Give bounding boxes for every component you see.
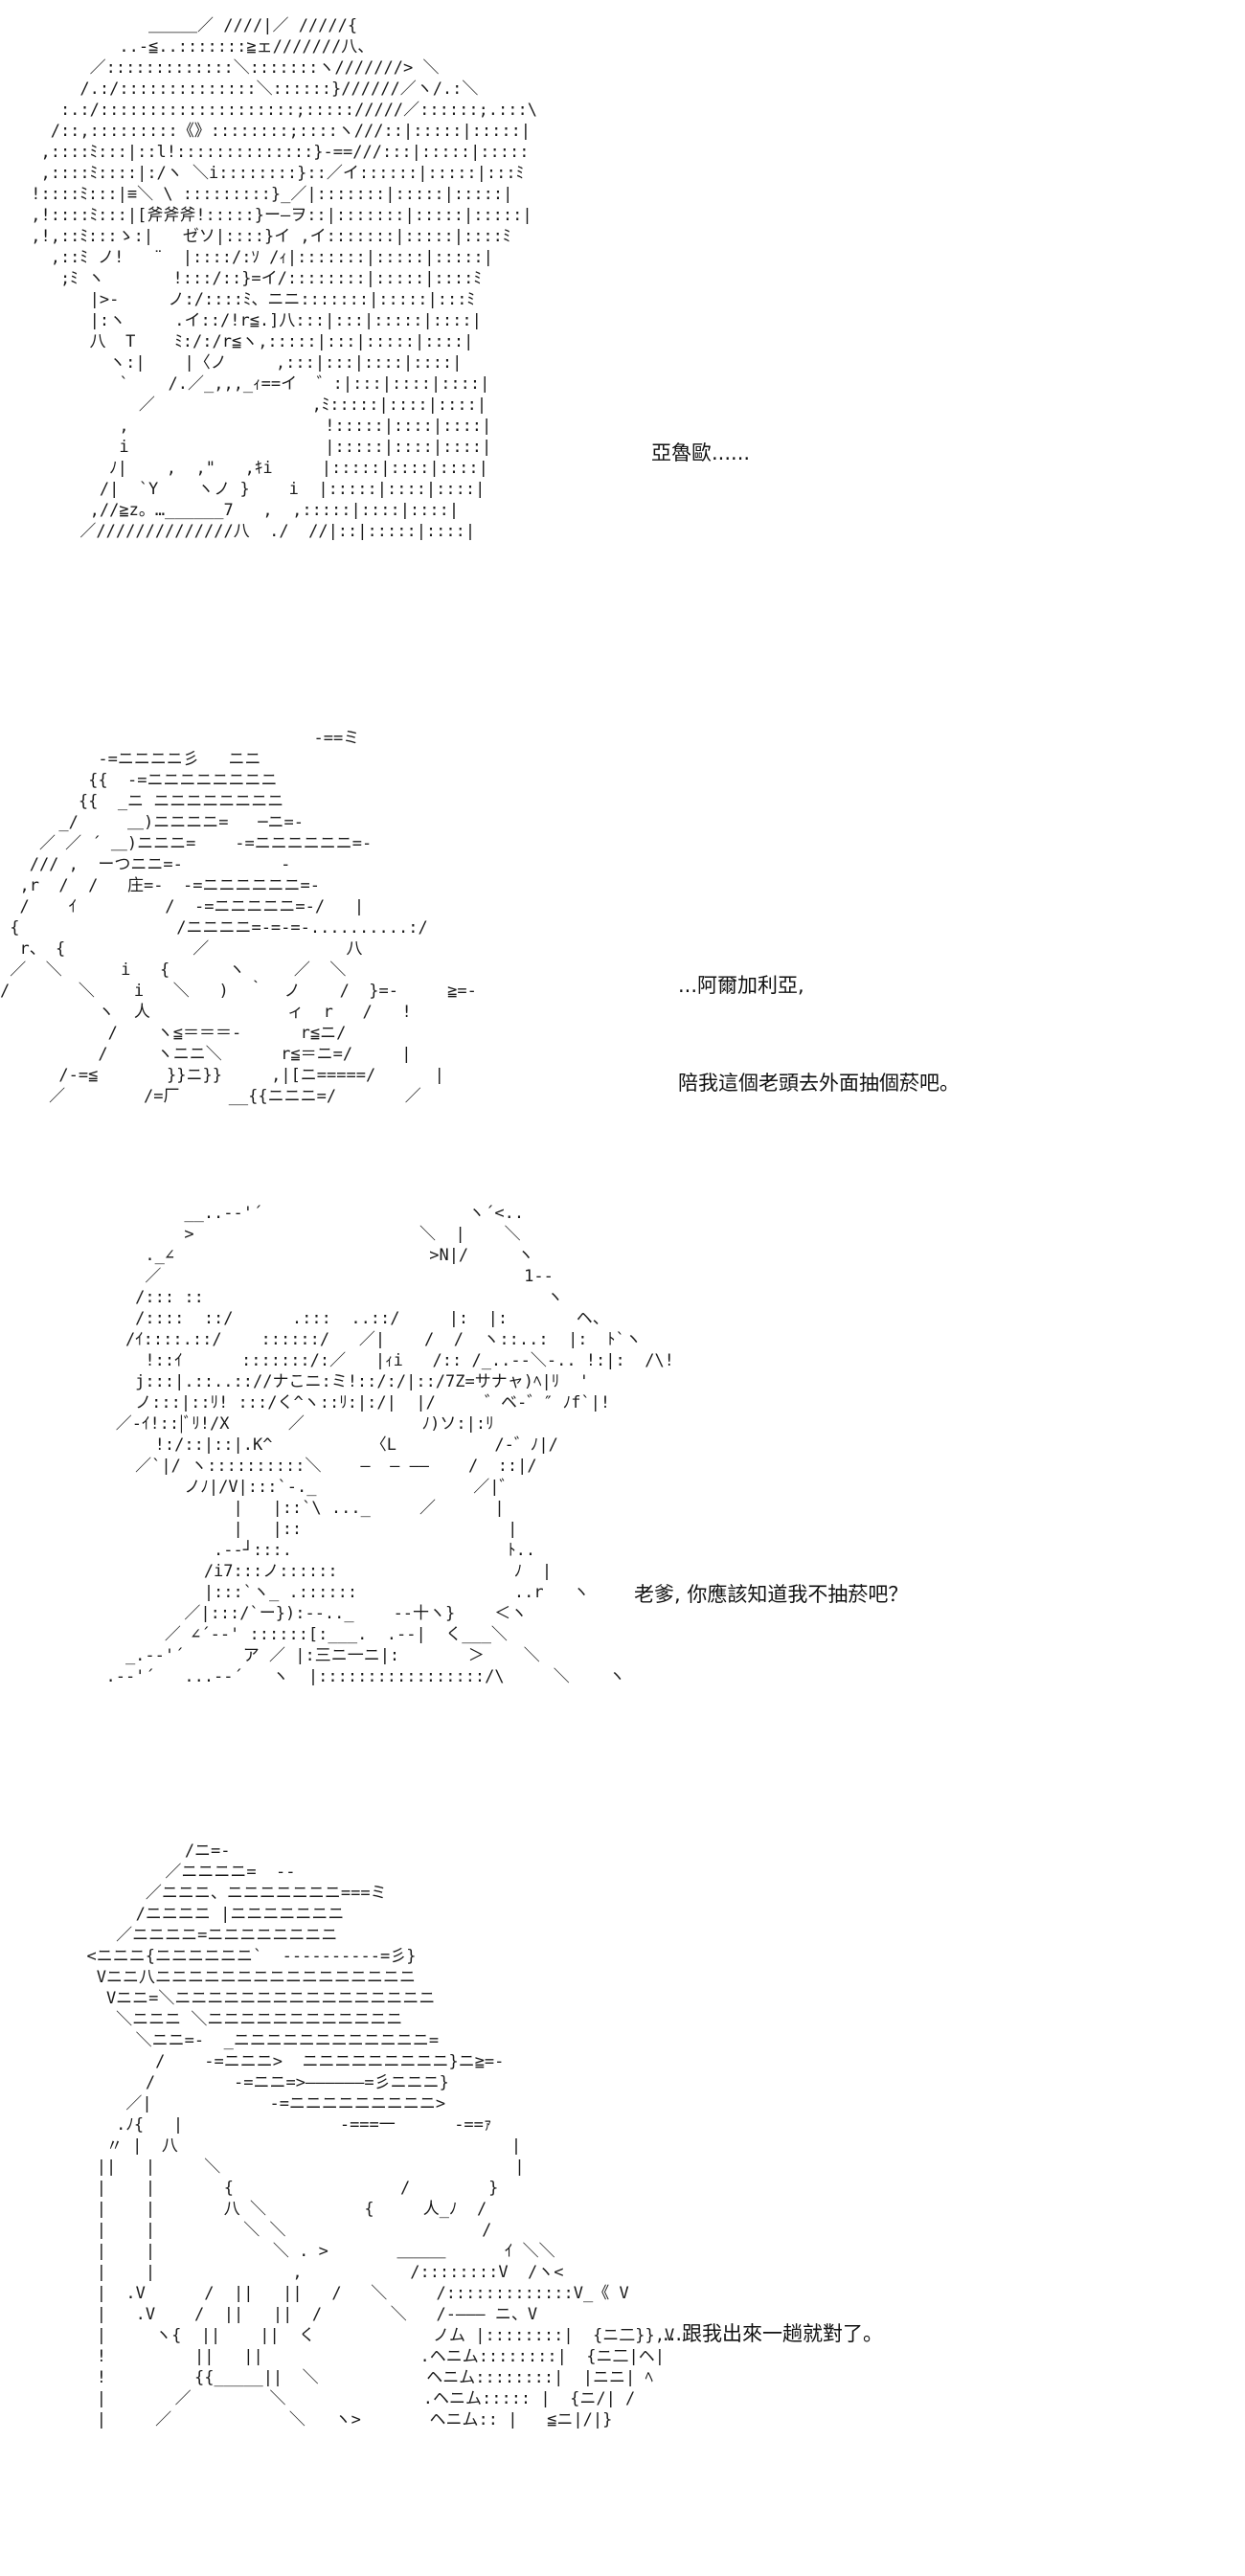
dialogue-text: ...跟我出來一趟就對了。 bbox=[663, 2252, 883, 2415]
panel-2: -==ミ -=ニニニニ彡 ニニ {{ -=ニニニニニニニニ {{ _ニ ニニニニ… bbox=[0, 728, 1245, 1187]
ascii-art-figure-1: ＿＿＿／ ////|／ /////{ ..-≦..:::::::≧ェ//////… bbox=[31, 16, 537, 541]
panel-4: /ニ=- ／ニニニニ= -- ／ニニニ、ニニニニニニニ===ミ /ニニニニ |ニ… bbox=[0, 1837, 1245, 2565]
dialogue-line: 陪我這個老頭去外面抽個菸吧。 bbox=[678, 1072, 960, 1095]
ascii-art-figure-2: -==ミ -=ニニニニ彡 ニニ {{ -=ニニニニニニニニ {{ _ニ ニニニニ… bbox=[0, 729, 477, 1106]
panel-3: __..--'´ ヽ´<.. > ＼ | ＼ ._∠ >N|/ ヽ ／ 1-- … bbox=[0, 1197, 1245, 1810]
dialogue-text: 老爹, 你應該知道我不抽菸吧？ bbox=[634, 1513, 908, 1676]
dialogue-line: 老爹, 你應該知道我不抽菸吧？ bbox=[634, 1583, 909, 1606]
ascii-art-figure-3: __..--'´ ヽ´<.. > ＼ | ＼ ._∠ >N|/ ヽ ／ 1-- … bbox=[105, 1204, 674, 1686]
dialogue-text: 亞魯歐...... bbox=[651, 372, 750, 534]
dialogue-text: ...阿爾加利亞, 陪我這個老頭去外面抽個菸吧。 bbox=[678, 904, 960, 1164]
dialogue-line: ...阿爾加利亞, bbox=[678, 974, 804, 997]
panel-1: ＿＿＿／ ////|／ /////{ ..-≦..:::::::≧ェ//////… bbox=[0, 0, 1245, 689]
dialogue-line: 亞魯歐...... bbox=[651, 441, 751, 464]
ascii-art-figure-4: /ニ=- ／ニニニニ= -- ／ニニニ、ニニニニニニニ===ミ /ニニニニ |ニ… bbox=[86, 1842, 675, 2429]
dialogue-line: ...跟我出來一趟就對了。 bbox=[663, 2322, 884, 2345]
